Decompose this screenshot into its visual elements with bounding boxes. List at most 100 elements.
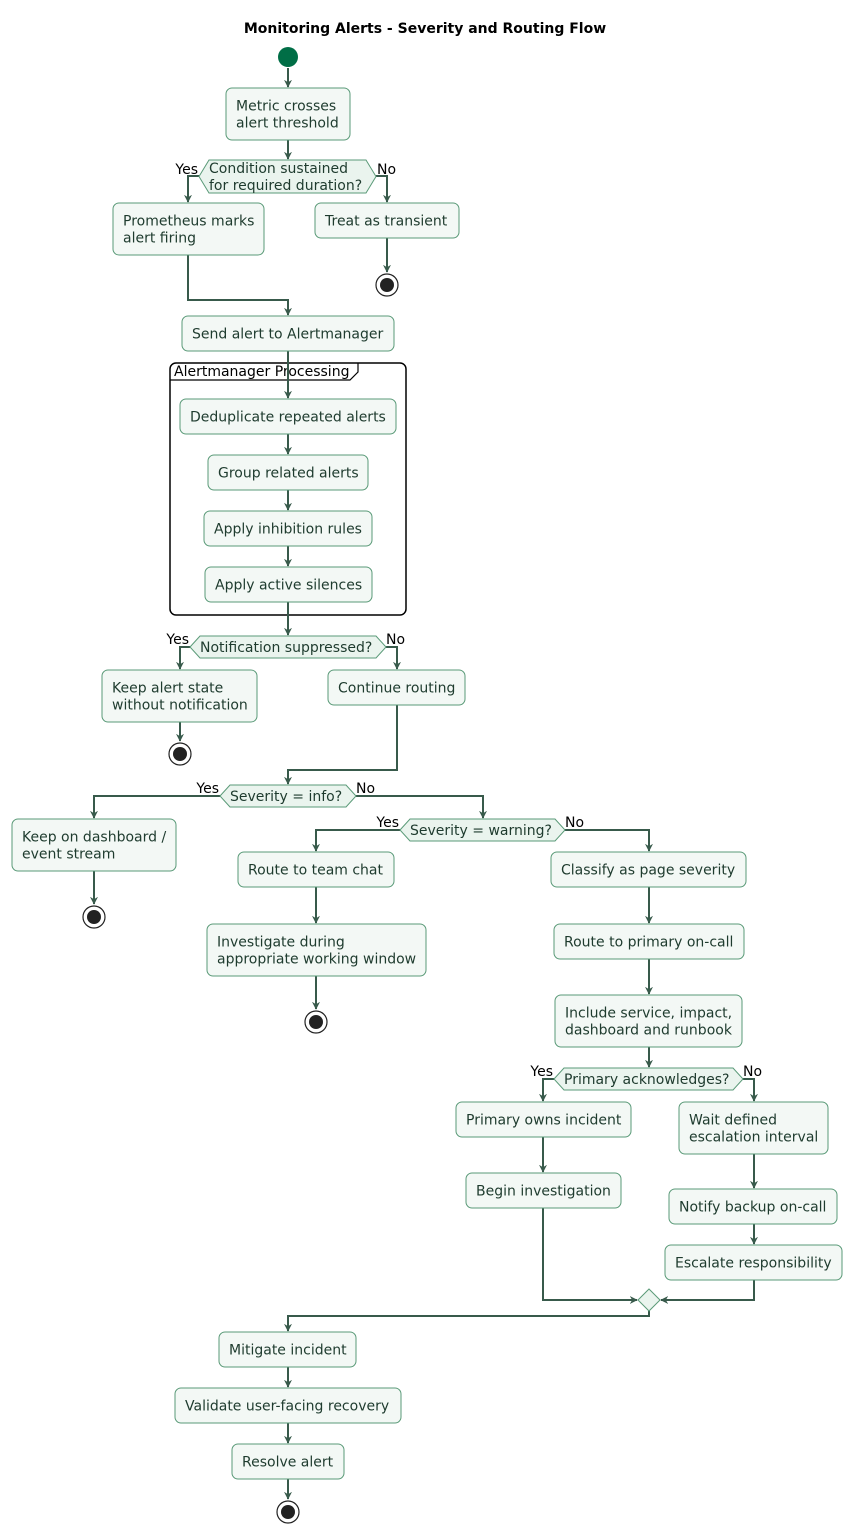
node-prometheus-firing-text: Prometheus marks [123,214,254,230]
node-apply-inhibition[interactable]: Apply inhibition rules [203,510,373,547]
flow-arrow [539,1078,554,1102]
node-keep-dashboard-text: event stream [22,847,115,863]
flow-arrow [376,175,391,203]
node-validate-recovery-text: Validate user-facing recovery [185,1399,389,1415]
merge-diamond [637,1288,661,1312]
decision-warning[interactable]: Severity = warning? Yes No [375,815,584,842]
node-wait-escalation-text: Wait defined [689,1113,777,1129]
flow-arrow [284,705,398,785]
node-treat-transient-text: Treat as transient [324,214,448,230]
node-continue-routing[interactable]: Continue routing [327,669,466,706]
node-keep-state-text: without notification [112,698,248,714]
node-notify-backup[interactable]: Notify backup on-call [668,1188,838,1225]
node-route-team-chat[interactable]: Route to team chat [237,851,395,888]
node-route-team-chat-text: Route to team chat [248,863,384,879]
branch-yes-label: Yes [195,781,219,797]
end-node [304,1010,328,1034]
node-group-related-text: Group related alerts [218,466,359,482]
node-keep-dashboard[interactable]: Keep on dashboard /event stream [11,818,177,872]
node-validate-recovery[interactable]: Validate user-facing recovery [174,1387,402,1424]
node-treat-transient[interactable]: Treat as transient [314,202,460,239]
end-node [168,742,192,766]
node-deduplicate[interactable]: Deduplicate repeated alerts [179,398,397,435]
branch-yes-label: Yes [375,815,399,831]
end-node [276,1500,300,1524]
node-group-related[interactable]: Group related alerts [207,454,369,491]
branch-yes-label: Yes [165,632,189,648]
flow-arrow [184,175,199,203]
frame-label: Alertmanager Processing [174,364,349,380]
branch-no-label: No [386,632,405,648]
flow-arrow [356,795,487,819]
branch-no-label: No [356,781,375,797]
node-escalate[interactable]: Escalate responsibility [664,1244,843,1281]
flow-arrow [187,255,292,316]
node-resolve[interactable]: Resolve alert [231,1443,345,1480]
flow-arrow [660,1280,755,1304]
branch-yes-label: Yes [174,162,198,178]
node-apply-silences[interactable]: Apply active silences [204,566,373,603]
decision-sustained-text: for required duration? [209,178,362,194]
decision-suppressed[interactable]: Notification suppressed? Yes No [165,632,405,659]
flow-arrow [743,1078,758,1102]
node-prometheus-firing-text: alert firing [123,231,196,247]
decision-info[interactable]: Severity = info? Yes No [195,781,375,808]
flow-arrow [565,829,653,852]
node-begin-investigation-text: Begin investigation [476,1184,611,1200]
end-node [82,905,106,929]
node-investigate-window-text: Investigate during [217,935,345,951]
branch-no-label: No [743,1064,762,1080]
flow-arrow [312,829,400,852]
node-mitigate[interactable]: Mitigate incident [218,1331,357,1368]
node-primary-owns-text: Primary owns incident [466,1113,622,1129]
flow-arrow [284,1311,650,1332]
start-node [278,47,298,67]
node-route-primary-text: Route to primary on-call [564,935,733,951]
node-notify-backup-text: Notify backup on-call [679,1200,826,1216]
node-keep-dashboard-text: Keep on dashboard / [22,830,166,846]
decision-acknowledges-text: Primary acknowledges? [564,1072,729,1088]
flow-arrow [386,646,401,670]
node-primary-owns[interactable]: Primary owns incident [455,1101,632,1138]
decision-warning-text: Severity = warning? [410,823,552,839]
flow-arrow [90,795,220,819]
decision-sustained-text: Condition sustained [209,161,348,177]
node-apply-silences-text: Apply active silences [215,578,362,594]
node-include-service-text: Include service, impact, [565,1006,732,1022]
diagram-title: Monitoring Alerts - Severity and Routing… [244,21,606,37]
node-keep-state-text: Keep alert state [112,681,223,697]
node-send-alertmanager-text: Send alert to Alertmanager [192,327,383,343]
node-include-service[interactable]: Include service, impact,dashboard and ru… [554,994,743,1048]
node-continue-routing-text: Continue routing [338,681,455,697]
decision-acknowledges[interactable]: Primary acknowledges? Yes No [529,1064,762,1091]
node-metric-crosses-text: alert threshold [236,116,339,132]
node-include-service-text: dashboard and runbook [565,1023,733,1039]
flow-arrow [176,646,190,670]
node-classify-page-text: Classify as page severity [561,863,735,879]
flow-arrow [542,1208,638,1304]
node-classify-page[interactable]: Classify as page severity [550,851,747,888]
node-send-alertmanager[interactable]: Send alert to Alertmanager [181,315,395,352]
decision-suppressed-text: Notification suppressed? [200,640,372,656]
branch-no-label: No [565,815,584,831]
node-escalate-text: Escalate responsibility [675,1256,832,1272]
decision-info-text: Severity = info? [230,789,342,805]
end-node [375,273,399,297]
node-mitigate-text: Mitigate incident [229,1343,347,1359]
node-deduplicate-text: Deduplicate repeated alerts [190,410,386,426]
node-begin-investigation[interactable]: Begin investigation [465,1172,622,1209]
branch-no-label: No [377,162,396,178]
node-resolve-text: Resolve alert [242,1455,334,1471]
branch-yes-label: Yes [529,1064,553,1080]
node-metric-crosses-text: Metric crosses [236,99,336,115]
node-apply-inhibition-text: Apply inhibition rules [214,522,362,538]
node-wait-escalation-text: escalation interval [689,1130,818,1146]
node-route-primary[interactable]: Route to primary on-call [553,923,745,960]
